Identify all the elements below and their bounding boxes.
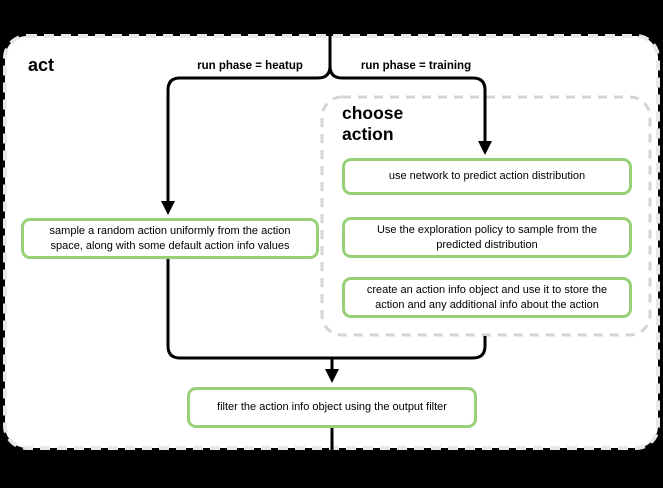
node-exploration-policy-sample: Use the exploration policy to sample fro… — [342, 217, 632, 258]
node-predict-action-distribution: use network to predict action distributi… — [342, 158, 632, 195]
arrowhead-to-filter-node — [325, 369, 339, 383]
node-create-action-info-object: create an action info object and use it … — [342, 277, 632, 318]
wire-training-branch — [328, 34, 487, 141]
choose-action-group-title: choose action — [342, 103, 404, 144]
node-sample-random-action: sample a random action uniformly from th… — [21, 218, 319, 259]
wire-heatup-to-merge — [166, 259, 332, 360]
node-filter-action-info: filter the action info object using the … — [187, 387, 477, 428]
branch-label-heatup: run phase = heatup — [197, 60, 303, 72]
branch-label-training: run phase = training — [360, 60, 472, 72]
arrowhead-to-sample-node — [161, 201, 175, 215]
diagram-title: act — [28, 55, 55, 75]
wire-group-to-merge — [332, 336, 487, 360]
arrowhead-to-predict-node — [478, 141, 492, 155]
